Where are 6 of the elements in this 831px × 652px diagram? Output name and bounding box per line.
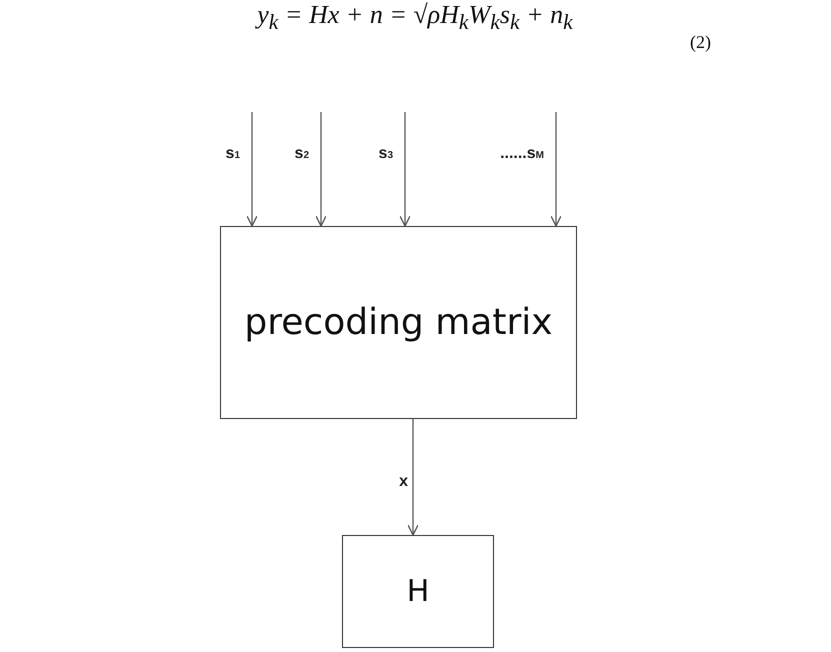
process-box — [342, 535, 494, 648]
equation: y$_{k}$ = Hx + n = √ρH$_{k}$W$_{k}$s$_{k}$ + n$_{k}$ — [257, 0, 573, 36]
equation-number: (2) — [690, 32, 711, 53]
box-label: H — [406, 574, 430, 609]
box-label: precoding matrix — [244, 302, 553, 343]
process-box — [220, 226, 577, 419]
